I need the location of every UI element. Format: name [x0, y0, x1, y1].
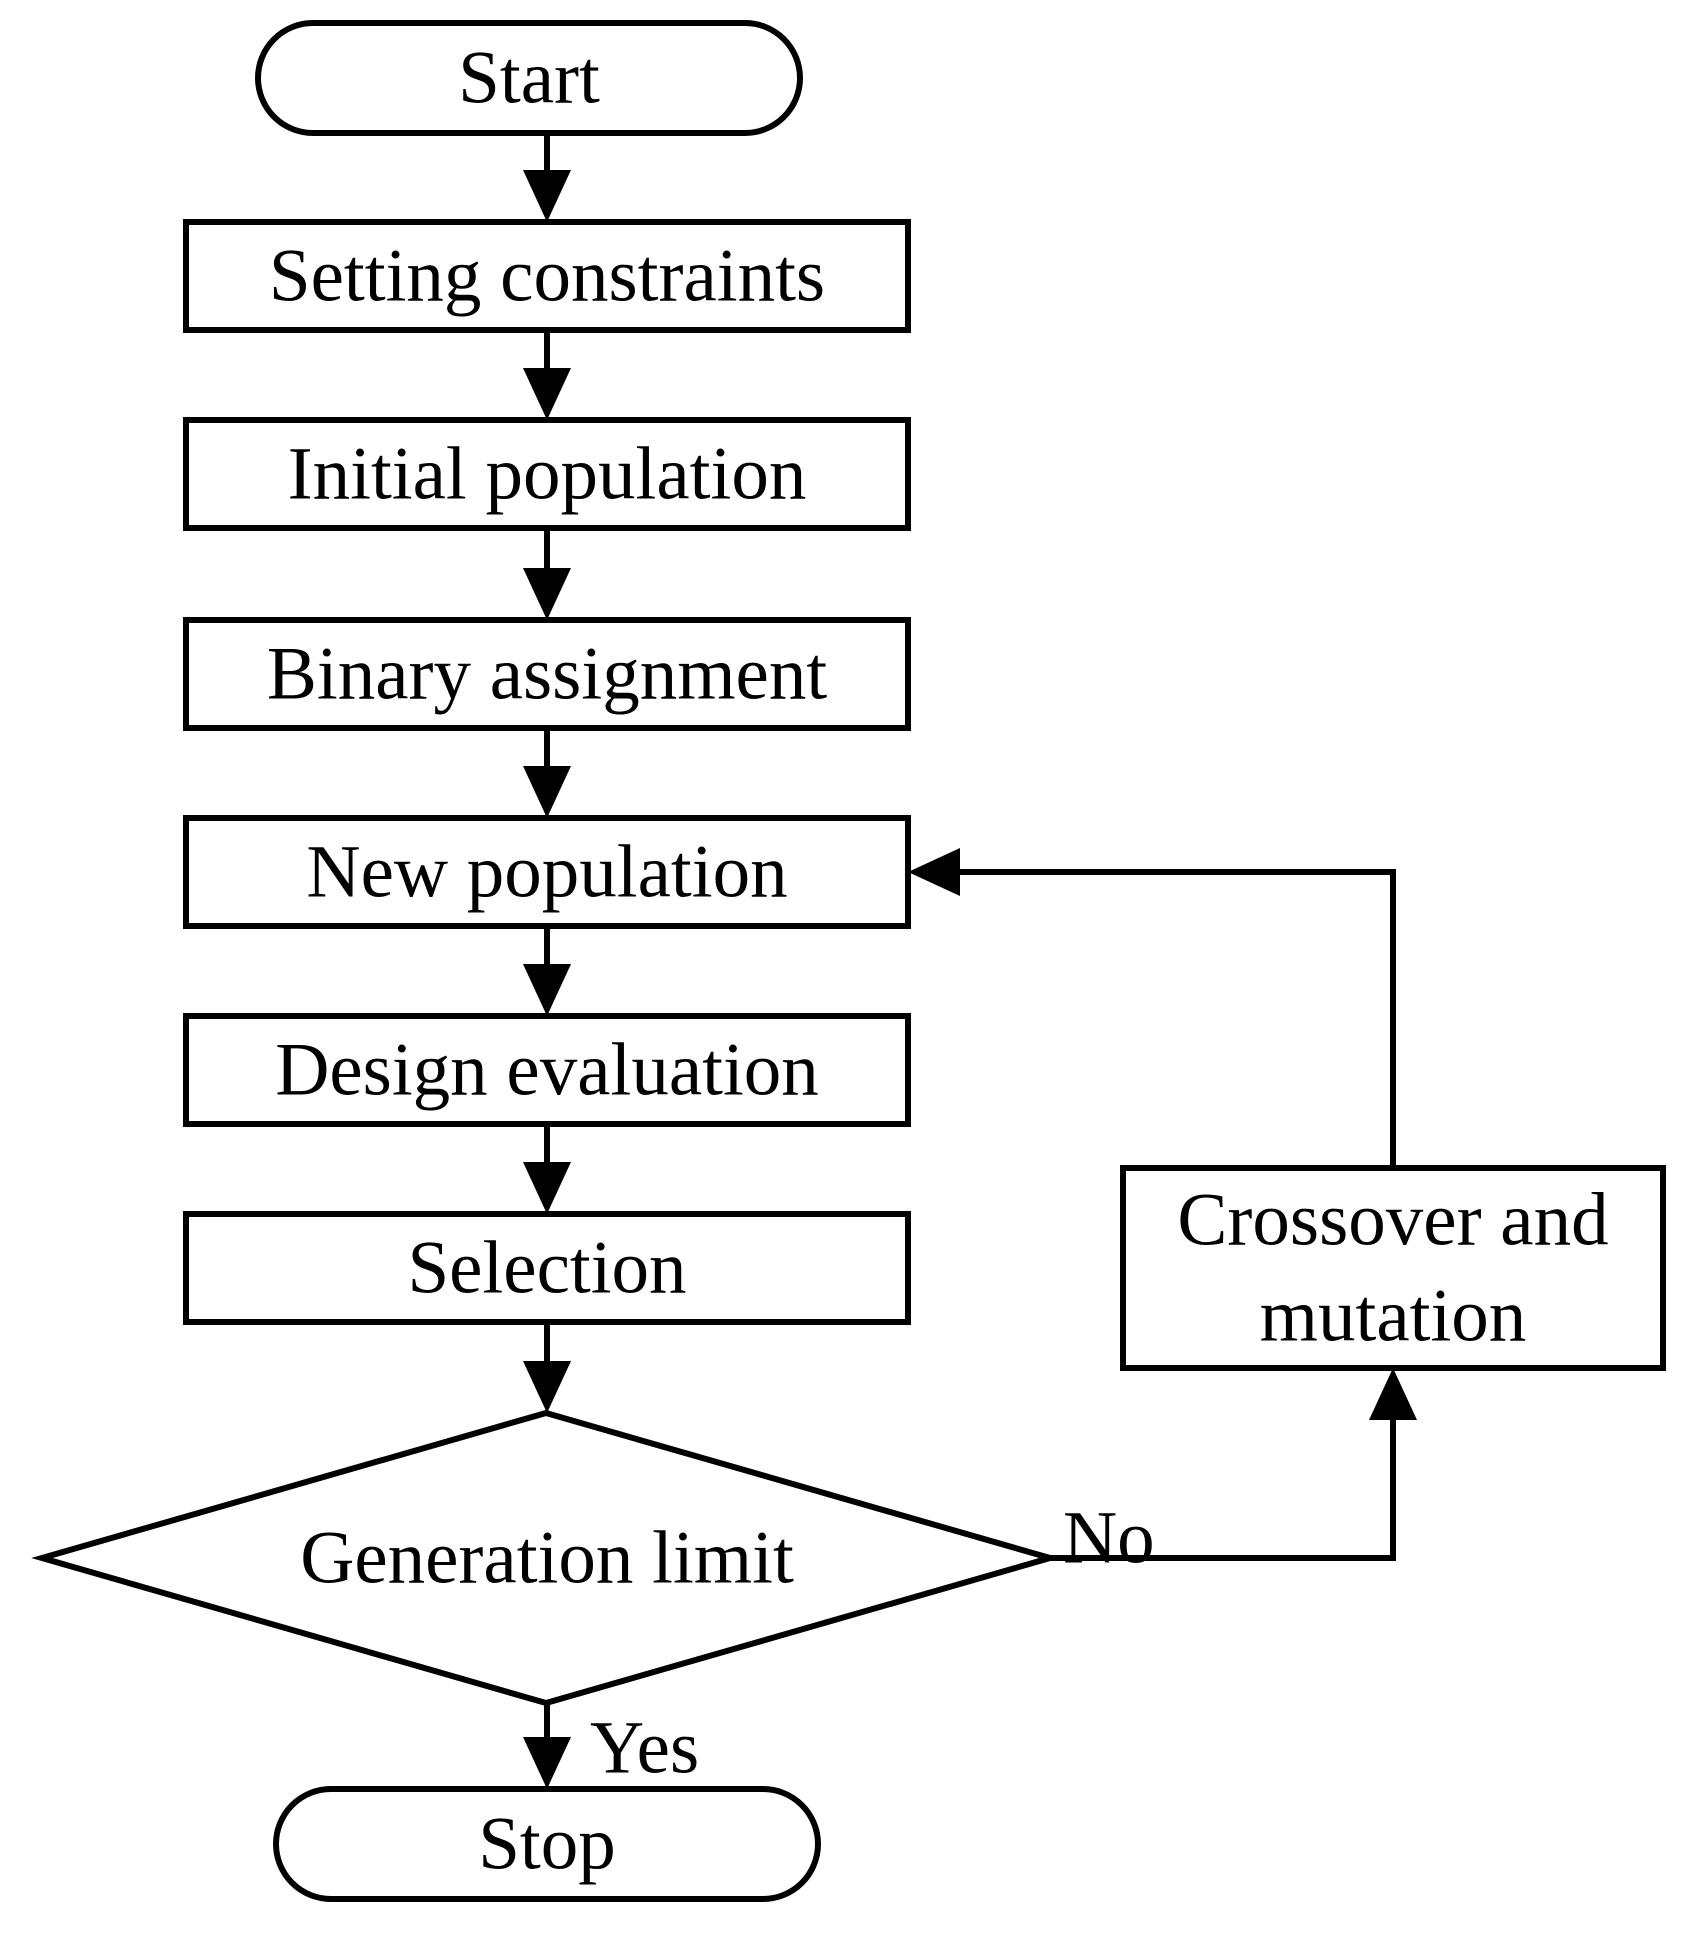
new-population-node: New population — [183, 815, 911, 929]
start-node: Start — [255, 20, 803, 136]
arrow-decision-to-stop — [523, 1703, 571, 1789]
arrow-constraints-to-initial — [523, 330, 571, 420]
crossover-mutation-node: Crossover and mutation — [1120, 1165, 1666, 1371]
arrow-start-to-constraints — [523, 133, 571, 222]
generation-limit-label: Generation limit — [300, 1517, 794, 1600]
arrow-initial-to-binary — [523, 528, 571, 620]
selection-node: Selection — [183, 1211, 911, 1325]
design-evaluation-node: Design evaluation — [183, 1013, 911, 1127]
arrow-binary-to-new-population — [523, 728, 571, 818]
stop-node: Stop — [273, 1786, 821, 1902]
arrow-selection-to-decision — [523, 1322, 571, 1413]
yes-label: Yes — [590, 1707, 699, 1790]
arrow-crossover-to-new-population — [908, 848, 1396, 1168]
design-evaluation-label: Design evaluation — [275, 1029, 819, 1112]
new-population-label: New population — [306, 831, 787, 914]
setting-constraints-node: Setting constraints — [183, 219, 911, 333]
stop-label: Stop — [478, 1803, 616, 1886]
selection-label: Selection — [407, 1227, 686, 1310]
arrow-new-population-to-evaluation — [523, 926, 571, 1016]
binary-assignment-node: Binary assignment — [183, 617, 911, 731]
no-label: No — [1063, 1497, 1155, 1580]
crossover-mutation-label-line2: mutation — [1260, 1275, 1527, 1358]
start-label: Start — [458, 37, 600, 120]
binary-assignment-label: Binary assignment — [267, 633, 828, 716]
initial-population-node: Initial population — [183, 417, 911, 531]
generation-limit-decision: Generation limit — [31, 1409, 1061, 1707]
setting-constraints-label: Setting constraints — [269, 235, 825, 318]
arrow-no-to-crossover — [1050, 1368, 1417, 1561]
initial-population-label: Initial population — [288, 433, 807, 516]
crossover-mutation-label-line1: Crossover and — [1177, 1179, 1608, 1262]
arrow-evaluation-to-selection — [523, 1124, 571, 1214]
